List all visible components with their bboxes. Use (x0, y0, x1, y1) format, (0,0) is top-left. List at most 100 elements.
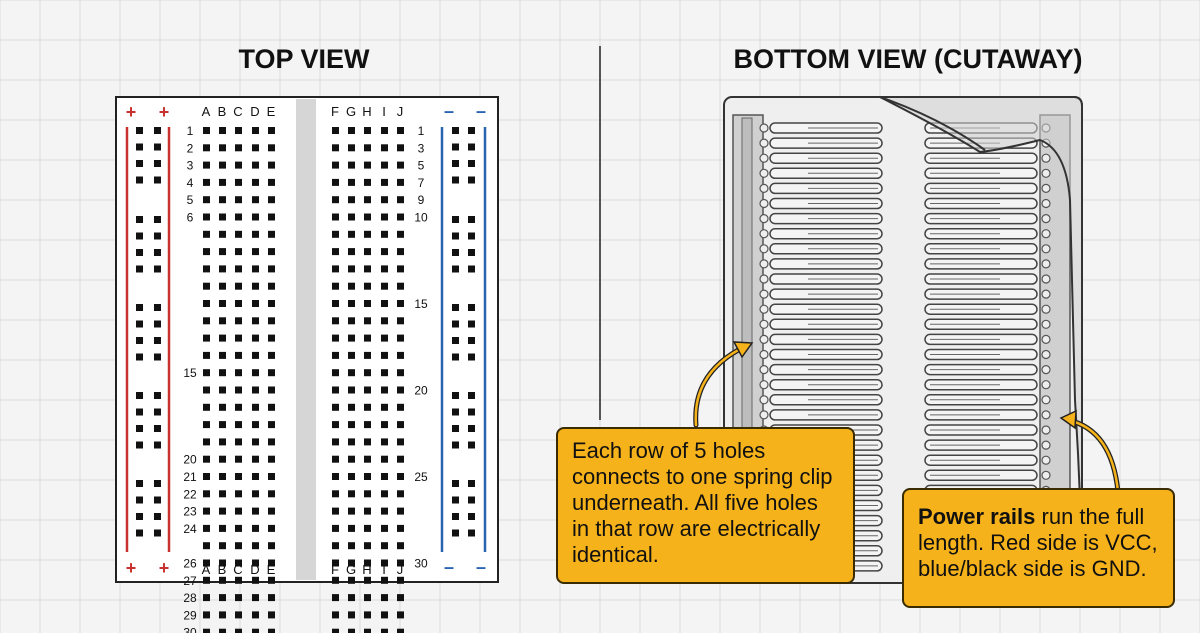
hole (219, 144, 226, 152)
rail-contact (759, 365, 769, 375)
callout-arrow-rows (694, 344, 748, 427)
hole (348, 594, 355, 602)
hole (381, 438, 388, 446)
rail-hole (154, 160, 161, 167)
callout-power-rails-text: run the full length. Red side is VCC, bl… (918, 504, 1158, 581)
rail-hole (154, 353, 161, 361)
hole (381, 594, 388, 602)
hole (348, 438, 355, 446)
hole (332, 490, 339, 498)
rail-hole (154, 480, 161, 487)
hole (268, 282, 275, 290)
hole (348, 559, 355, 567)
hole (203, 403, 210, 411)
hole (268, 559, 275, 567)
hole (381, 628, 388, 633)
hole (381, 178, 388, 186)
hole (348, 542, 355, 550)
hole (219, 317, 226, 325)
hole (219, 334, 226, 342)
hole (219, 369, 226, 377)
hole (332, 248, 339, 256)
hole (348, 334, 355, 342)
hole (332, 213, 339, 221)
hole (332, 196, 339, 204)
rail-contact (759, 244, 769, 254)
hole (219, 230, 226, 238)
hole (252, 473, 259, 480)
row-number-left: 24 (183, 522, 197, 536)
hole (252, 507, 259, 515)
hole (332, 403, 339, 411)
hole (219, 576, 226, 584)
hole (203, 334, 210, 342)
hole (364, 351, 371, 359)
hole (364, 576, 371, 584)
row-number-right: 30 (414, 557, 428, 571)
hole (381, 351, 388, 359)
hole (397, 507, 404, 515)
rail-hole (452, 480, 459, 487)
hole (332, 230, 339, 238)
hole (332, 282, 339, 290)
hole (364, 213, 371, 221)
hole (364, 594, 371, 602)
hole (235, 386, 242, 394)
rail-contact (1041, 304, 1051, 314)
rail-hole (468, 176, 475, 184)
hole (252, 594, 259, 602)
hole (348, 611, 355, 619)
row-number-left: 5 (187, 193, 194, 207)
hole (203, 421, 210, 429)
hole (397, 300, 404, 307)
hole (332, 127, 339, 134)
rail-contact (1041, 380, 1051, 390)
hole (397, 386, 404, 394)
hole (235, 490, 242, 498)
row-number-right: 25 (414, 470, 428, 484)
rail-hole (154, 408, 161, 416)
hole (252, 265, 259, 273)
rail-hole (154, 337, 161, 344)
hole (397, 542, 404, 550)
rail-contact (759, 168, 769, 178)
hole (203, 524, 210, 532)
hole (268, 196, 275, 204)
hole (252, 386, 259, 394)
hole (348, 421, 355, 429)
rail-hole (154, 249, 161, 256)
hole (268, 386, 275, 394)
row-number-right: 10 (414, 211, 428, 225)
top-view-title: TOP VIEW (238, 44, 370, 74)
rail-hole (136, 408, 143, 416)
rail-hole (468, 216, 475, 223)
rail-hole (136, 529, 143, 537)
hole (364, 317, 371, 325)
hole (397, 144, 404, 152)
rail-hole (136, 216, 143, 223)
hole (268, 248, 275, 256)
row-number-left: 30 (183, 626, 197, 633)
hole (252, 351, 259, 359)
rail-hole (452, 513, 459, 520)
hole (268, 161, 275, 169)
hole (203, 127, 210, 134)
hole (252, 628, 259, 633)
hole (364, 248, 371, 256)
hole (364, 490, 371, 498)
rail-contact (759, 319, 769, 329)
column-label: H (362, 562, 371, 577)
hole (381, 230, 388, 238)
rail-hole (452, 216, 459, 223)
rail-hole (468, 529, 475, 537)
hole (397, 334, 404, 342)
rail-contact (759, 123, 769, 133)
hole (348, 403, 355, 411)
hole (252, 127, 259, 134)
hole (203, 628, 210, 633)
hole (332, 559, 339, 567)
rail-hole (136, 143, 143, 151)
hole (203, 265, 210, 273)
hole (235, 403, 242, 411)
hole (364, 403, 371, 411)
